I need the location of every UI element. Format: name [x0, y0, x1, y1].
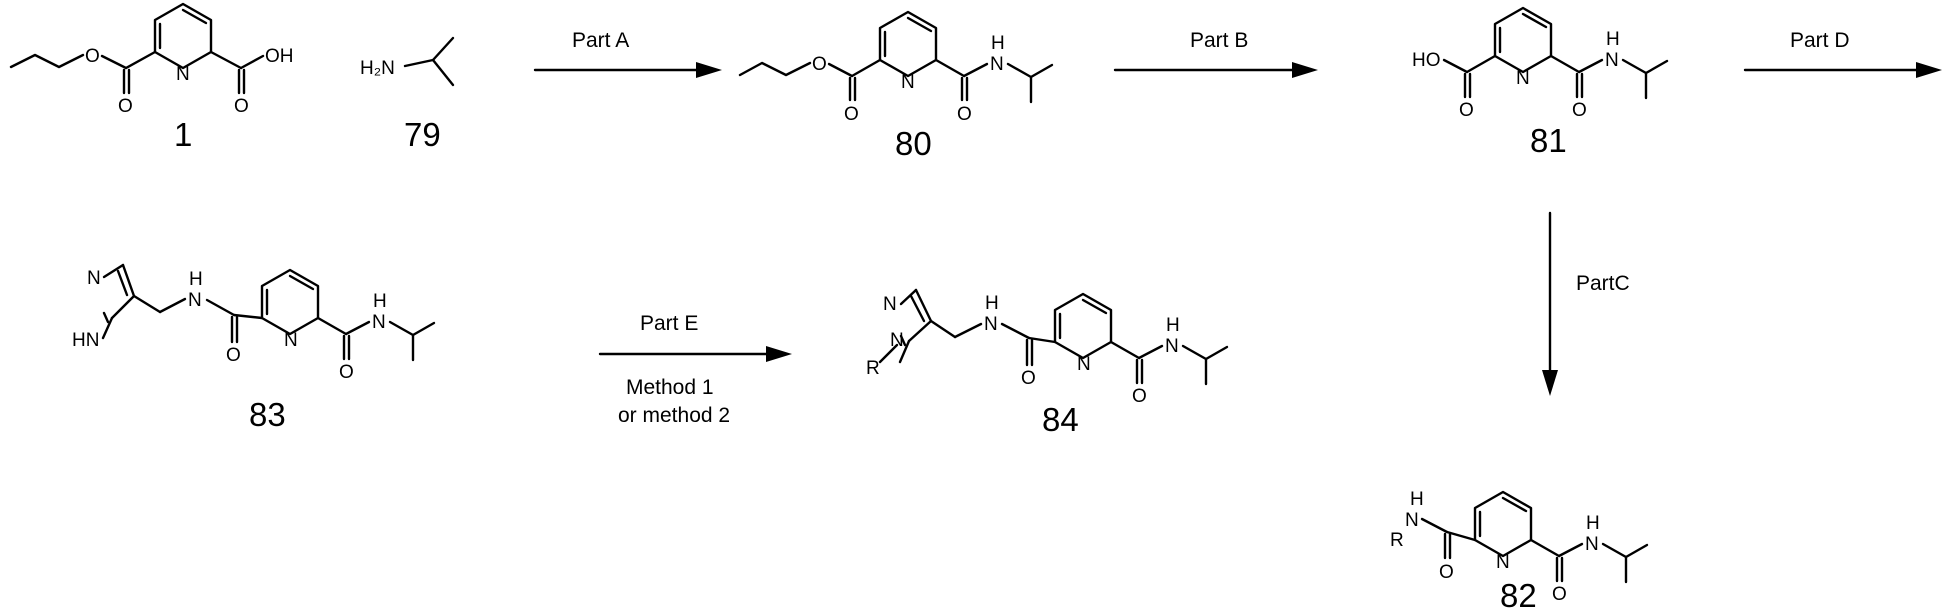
atom-pyrazole-n: N — [883, 294, 897, 315]
compound-84: N N R N H N O O N H 84 — [866, 290, 1227, 438]
atom-carbonyl-o: O — [1459, 100, 1474, 121]
atom-hydroxyl: OH — [265, 46, 294, 67]
compound-number-80: 80 — [895, 125, 932, 162]
compound-number-81: 81 — [1530, 122, 1567, 159]
compound-80: N O O O N H 80 — [740, 12, 1052, 162]
atom-ring-n: N — [1496, 552, 1510, 573]
atom-ring-n: N — [284, 330, 298, 351]
atom-carbonyl-o: O — [1572, 100, 1587, 121]
atom-carbonyl-o: O — [1132, 386, 1147, 407]
step-condition-method-1: Method 1 — [626, 376, 714, 399]
compound-number-83: 83 — [249, 396, 286, 433]
atom-amide-h: H — [1410, 489, 1424, 510]
arrow-part-d: Part D — [1745, 29, 1942, 78]
atom-amide-n: N — [990, 54, 1004, 75]
atom-ester-o: O — [812, 54, 827, 75]
atom-pyrazole-nh: HN — [72, 330, 99, 351]
arrow-part-a: Part A — [535, 29, 722, 78]
step-label-part-d: Part D — [1790, 29, 1850, 52]
compound-81: N HO O O N H 81 — [1412, 8, 1667, 159]
atom-amide-n: N — [372, 312, 386, 333]
atom-ring-n: N — [1516, 68, 1530, 89]
atom-amide-h: H — [991, 33, 1005, 54]
atom-ring-n: N — [176, 64, 190, 85]
atom-amide-n: N — [984, 314, 998, 335]
atom-amine: H₂N — [360, 58, 395, 79]
compound-83: N HN N H N O O N H 83 — [72, 265, 434, 433]
atom-amide-h: H — [1606, 29, 1620, 50]
compound-82: R N H N O O N H 82 — [1390, 489, 1647, 614]
atom-carbonyl-o: O — [1552, 584, 1567, 605]
atom-amide-n: N — [1585, 534, 1599, 555]
atom-pyrazole-n: N — [87, 268, 101, 289]
compound-1: N O O O OH 1 — [11, 4, 294, 153]
arrow-part-c: PartC — [1542, 213, 1630, 396]
compound-number-1: 1 — [174, 116, 192, 153]
atom-carbonyl-o: O — [1021, 368, 1036, 389]
step-condition-method-2: or method 2 — [618, 404, 730, 427]
step-label-part-c: PartC — [1576, 272, 1630, 295]
step-label-part-a: Part A — [572, 29, 629, 52]
atom-carbonyl-o: O — [957, 104, 972, 125]
atom-amide-h: H — [1166, 315, 1180, 336]
atom-ring-n: N — [1077, 354, 1091, 375]
step-label-part-b: Part B — [1190, 29, 1248, 52]
compound-number-79: 79 — [404, 116, 441, 153]
atom-amide-n: N — [1165, 336, 1179, 357]
atom-amide-n: N — [1605, 50, 1619, 71]
compound-number-82: 82 — [1500, 577, 1537, 614]
atom-ester-o: O — [85, 46, 100, 67]
atom-amide-n: N — [1405, 510, 1419, 531]
atom-pyrazole-n: N — [890, 330, 904, 351]
atom-carbonyl-o: O — [226, 345, 241, 366]
atom-carbonyl-o: O — [1439, 562, 1454, 583]
atom-r-group: R — [1390, 530, 1404, 551]
atom-hydroxyl: HO — [1412, 50, 1441, 71]
atom-r-group: R — [866, 358, 880, 379]
compound-79: H₂N 79 — [360, 38, 453, 153]
atom-carbonyl-o: O — [339, 362, 354, 383]
compound-number-84: 84 — [1042, 401, 1079, 438]
arrow-part-e: Part E Method 1 or method 2 — [600, 312, 792, 427]
atom-ring-n: N — [901, 72, 915, 93]
atom-amide-n: N — [188, 290, 202, 311]
arrow-part-b: Part B — [1115, 29, 1318, 78]
atom-amide-h: H — [373, 291, 387, 312]
atom-carbonyl-o: O — [118, 96, 133, 117]
atom-amide-h: H — [189, 269, 203, 290]
atom-amide-h: H — [1586, 513, 1600, 534]
step-label-part-e: Part E — [640, 312, 698, 335]
atom-carbonyl-o: O — [234, 96, 249, 117]
atom-carbonyl-o: O — [844, 104, 859, 125]
atom-amide-h: H — [985, 293, 999, 314]
